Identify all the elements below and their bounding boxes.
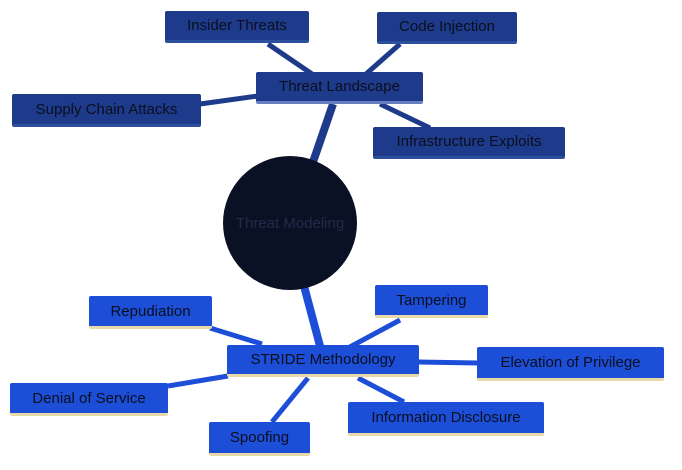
edge-stride-information-disclosure <box>356 375 406 405</box>
leaf-repudiation-label: Repudiation <box>110 302 191 320</box>
edge-stride-elevation <box>417 359 479 366</box>
leaf-information-disclosure: Information Disclosure <box>348 402 544 436</box>
edge-stride-denial <box>167 373 229 389</box>
leaf-infrastructure-exploits: Infrastructure Exploits <box>373 127 565 159</box>
leaf-tampering: Tampering <box>375 285 488 318</box>
edge-threat-landscape-supply-chain <box>199 93 259 107</box>
leaf-spoofing-label: Spoofing <box>229 429 290 446</box>
edge-threat-landscape-insider-threats <box>266 41 314 77</box>
leaf-tampering-label: Tampering <box>396 291 467 309</box>
edge-root-stride <box>300 284 324 348</box>
leaf-supply-chain-attacks-label: Supply Chain Attacks <box>35 100 178 118</box>
leaf-denial-of-service: Denial of Service <box>10 383 168 416</box>
branch-stride-methodology: STRIDE Methodology <box>227 345 419 377</box>
leaf-elevation-of-privilege: Elevation of Privilege <box>477 347 664 381</box>
leaf-code-injection-label: Code Injection <box>399 18 495 35</box>
edge-root-threat-landscape <box>309 102 337 164</box>
leaf-insider-threats: Insider Threats <box>165 11 309 43</box>
leaf-insider-threats-label: Insider Threats <box>187 17 287 34</box>
leaf-repudiation: Repudiation <box>89 296 212 329</box>
leaf-information-disclosure-label: Information Disclosure <box>371 409 521 426</box>
edge-stride-spoofing <box>270 376 310 424</box>
leaf-spoofing: Spoofing <box>209 422 310 456</box>
branch-threat-landscape-label: Threat Landscape <box>279 78 400 95</box>
root-label: Threat Modeling <box>235 214 345 232</box>
edge-stride-repudiation <box>209 325 263 347</box>
edge-threat-landscape-infrastructure <box>378 101 432 131</box>
edge-threat-landscape-code-injection <box>364 42 402 76</box>
leaf-supply-chain-attacks: Supply Chain Attacks <box>12 94 201 127</box>
root-node-threat-modeling: Threat Modeling <box>223 156 357 290</box>
edge-stride-tampering <box>346 317 402 351</box>
branch-threat-landscape: Threat Landscape <box>256 72 423 104</box>
branch-stride-methodology-label: STRIDE Methodology <box>250 351 396 368</box>
leaf-denial-of-service-label: Denial of Service <box>32 389 146 407</box>
leaf-infrastructure-exploits-label: Infrastructure Exploits <box>396 133 542 150</box>
leaf-code-injection: Code Injection <box>377 12 517 44</box>
leaf-elevation-of-privilege-label: Elevation of Privilege <box>500 354 641 371</box>
